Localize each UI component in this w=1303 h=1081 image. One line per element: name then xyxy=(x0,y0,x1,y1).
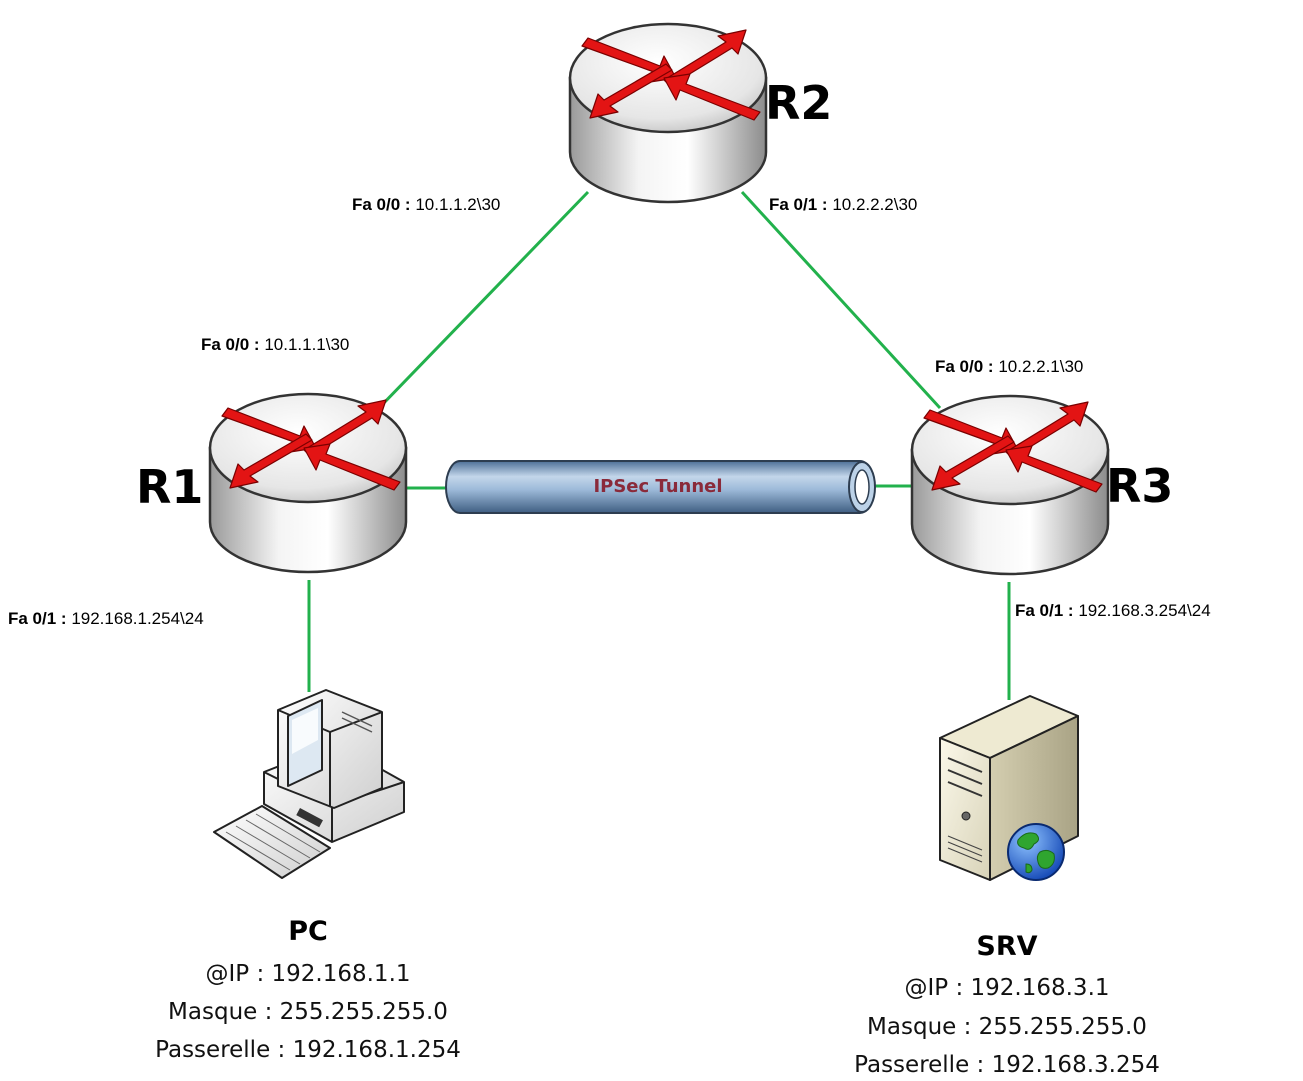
router-name: R1 xyxy=(136,460,203,514)
host-name: SRV xyxy=(976,931,1037,962)
web-server-icon xyxy=(939,695,1079,881)
router-icon xyxy=(568,22,768,204)
interface-address: 192.168.3.254\24 xyxy=(1074,601,1211,620)
interface-address: 192.168.1.254\24 xyxy=(67,609,204,628)
host-gateway: Passerelle : 192.168.3.254 xyxy=(854,1052,1160,1078)
interface-name: Fa 0/0 : xyxy=(935,357,994,376)
router-icon xyxy=(208,392,408,574)
interface-label-r1-fa01: Fa 0/1 : 192.168.1.254\24 xyxy=(8,609,204,628)
desktop-computer-icon xyxy=(213,689,405,879)
interface-name: Fa 0/1 : xyxy=(1015,601,1074,620)
network-links xyxy=(307,190,1011,700)
interface-address: 10.2.2.2\30 xyxy=(828,195,918,214)
router-r3[interactable]: R3 xyxy=(910,394,1173,576)
tunnel-label: IPSec Tunnel xyxy=(593,476,722,497)
interface-name: Fa 0/0 : xyxy=(352,195,411,214)
interface-address: 10.1.1.1\30 xyxy=(260,335,350,354)
router-icon xyxy=(910,394,1110,576)
host-mask: Masque : 255.255.255.0 xyxy=(168,999,448,1025)
router-name: R2 xyxy=(765,76,832,130)
interface-name: Fa 0/1 : xyxy=(769,195,828,214)
interface-name: Fa 0/1 : xyxy=(8,609,67,628)
host-mask: Masque : 255.255.255.0 xyxy=(867,1014,1147,1040)
host-ip: @IP : 192.168.3.1 xyxy=(904,975,1109,1001)
host-srv[interactable]: SRV @IP : 192.168.3.1 Masque : 255.255.2… xyxy=(854,695,1160,1078)
ipsec-tunnel: IPSec Tunnel xyxy=(445,460,876,514)
interface-label-r3-fa01: Fa 0/1 : 192.168.3.254\24 xyxy=(1015,601,1211,620)
router-r2[interactable]: R2 xyxy=(568,22,832,204)
interface-label-r2-fa01: Fa 0/1 : 10.2.2.2\30 xyxy=(769,195,917,214)
link-r2-r3 xyxy=(740,190,942,410)
host-ip: @IP : 192.168.1.1 xyxy=(205,961,410,987)
host-name: PC xyxy=(288,916,328,947)
globe-icon xyxy=(1007,823,1065,881)
host-pc[interactable]: PC @IP : 192.168.1.1 Masque : 255.255.25… xyxy=(155,689,461,1063)
router-r1[interactable]: R1 xyxy=(136,392,408,574)
interface-label-r3-fa00: Fa 0/0 : 10.2.2.1\30 xyxy=(935,357,1083,376)
interface-address: 10.2.2.1\30 xyxy=(994,357,1084,376)
router-name: R3 xyxy=(1106,459,1173,513)
interface-name: Fa 0/0 : xyxy=(201,335,260,354)
interface-labels: Fa 0/0 : 10.1.1.2\30 Fa 0/1 : 10.2.2.2\3… xyxy=(8,195,1211,628)
host-gateway: Passerelle : 192.168.1.254 xyxy=(155,1037,461,1063)
interface-address: 10.1.1.2\30 xyxy=(411,195,501,214)
interface-label-r2-fa00: Fa 0/0 : 10.1.1.2\30 xyxy=(352,195,500,214)
link-r1-r2 xyxy=(378,190,590,409)
interface-label-r1-fa00: Fa 0/0 : 10.1.1.1\30 xyxy=(201,335,349,354)
